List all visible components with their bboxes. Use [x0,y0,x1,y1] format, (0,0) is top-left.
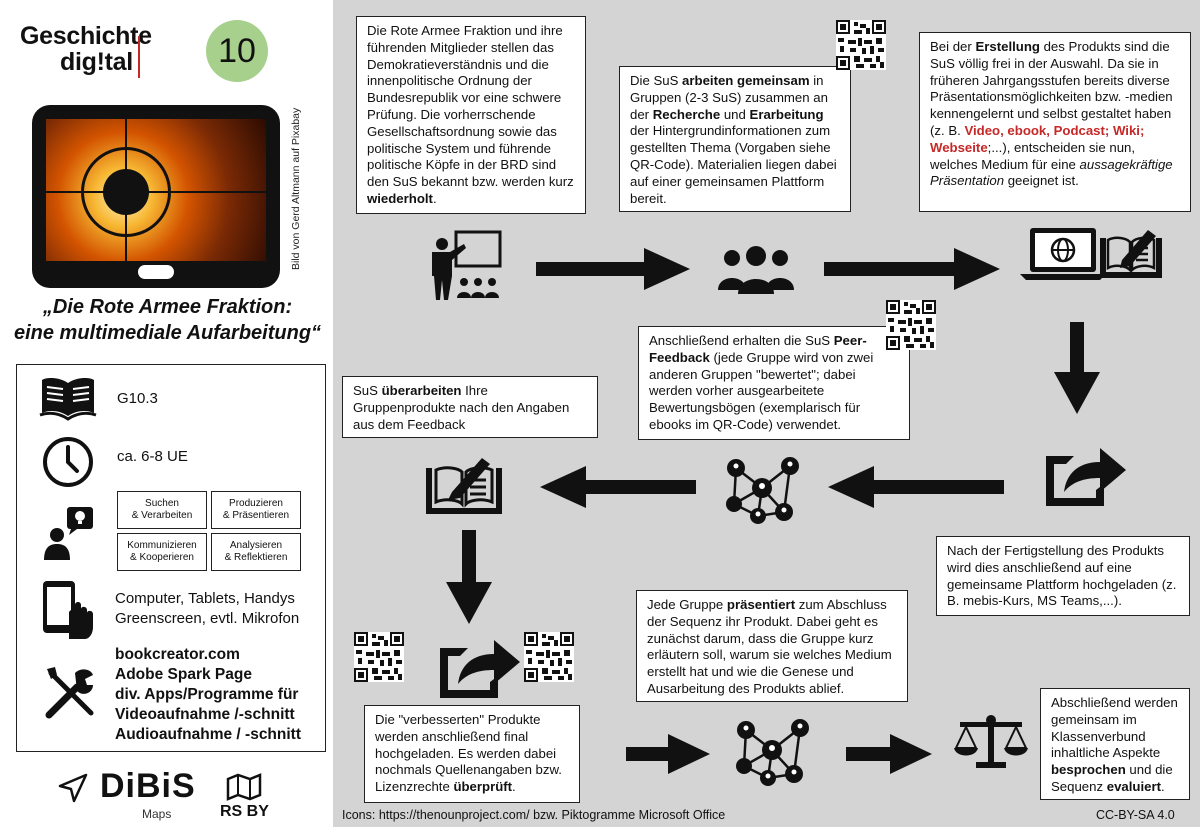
tools-list: bookcreator.com Adobe Spark Page div. Ap… [115,646,301,743]
laptop-globe-icon [1020,228,1106,280]
down-arrow [1054,322,1100,414]
image-credit: Bild von Gerd Altmann auf Pixabay [290,107,302,270]
edit-book-icon [1100,230,1162,278]
lesson-code: G10.3 [117,390,158,407]
devices: Computer, Tablets, Handys Greenscreen, e… [115,590,300,627]
step-4-box: Nach der Fertigstellung des Produkts wir… [936,536,1190,616]
tools-icon [45,667,94,719]
competency-search: Suchen& Verarbeiten [117,491,207,529]
left-arrow [828,466,1004,508]
right-arrow [536,248,690,290]
balance-scale-icon [954,715,1028,768]
person-idea-icon [44,507,93,560]
clock-icon [43,437,93,487]
dibis-maps: Maps [142,807,172,821]
down-arrow [446,530,492,624]
step-2-box: Die SuS arbeiten gemeinsam in Gruppen (2… [619,66,851,212]
page-title: „Die Rote Armee Fraktion: eine multimedi… [13,296,322,344]
right-arrow [846,734,932,774]
book-icon [39,378,97,421]
step-6-box: SuS überarbeiten Ihre Gruppenprodukte na… [342,376,598,438]
dibis-wordmark: DiBiS [100,767,196,805]
send-icon [58,773,88,803]
step-3-box: Bei der Erstellung des Produkts sind die… [919,32,1191,212]
tablet-illustration [32,105,280,288]
brand-accent [138,36,140,78]
qr-code-icon [354,632,404,682]
license: CC-BY-SA 4.0 [1096,808,1175,822]
network-icon [736,719,809,786]
map-icon [226,773,262,801]
crosshair-fire-image [46,119,266,261]
brand-logo: Geschichte dig!tal [20,22,200,86]
grade-badge: 10 [206,20,268,82]
competency-communicate: Kommunizieren& Kooperieren [117,533,207,571]
competency-analyze: Analysieren& Reflektieren [211,533,301,571]
icons-credit: Icons: https://thenounproject.com/ bzw. … [342,808,726,822]
qr-code-icon [886,300,936,350]
right-arrow [626,734,710,774]
info-panel: Geschichte dig!tal 10 Bild von Gerd Altm… [0,0,333,827]
duration: ca. 6-8 UE [117,448,188,465]
share-icon [1046,448,1126,506]
teacher-icon [432,230,502,300]
competency-produce: Produzieren& Präsentieren [211,491,301,529]
brand-line-2: dig!tal [60,48,133,76]
info-box: G10.3 ca. 6-8 UE Suchen& Verarbeiten Pro… [16,364,326,752]
share-icon [440,640,520,698]
step-8-box: Jede Gruppe präsentiert zum Abschluss de… [636,590,908,702]
qr-code-icon [836,20,886,70]
dibis-logo: DiBiS Maps RS BY [56,765,276,823]
tablet-touch-icon [43,581,93,639]
region-label: RS BY [220,803,269,820]
group-icon [718,246,794,294]
left-arrow [540,466,696,508]
step-1-box: Die Rote Armee Fraktion und ihre führend… [356,16,586,214]
brand-line-1: Geschichte [20,22,152,50]
qr-code-icon [524,632,574,682]
edit-book-icon [426,458,502,514]
step-7-box: Die "verbesserten" Produkte werden ansch… [364,705,580,803]
step-5-box: Anschließend erhalten die SuS Peer-Feedb… [638,326,910,440]
step-9-box: Abschließend werden gemeinsam im Klassen… [1040,688,1190,800]
right-arrow [824,248,1000,290]
network-icon [726,457,799,524]
